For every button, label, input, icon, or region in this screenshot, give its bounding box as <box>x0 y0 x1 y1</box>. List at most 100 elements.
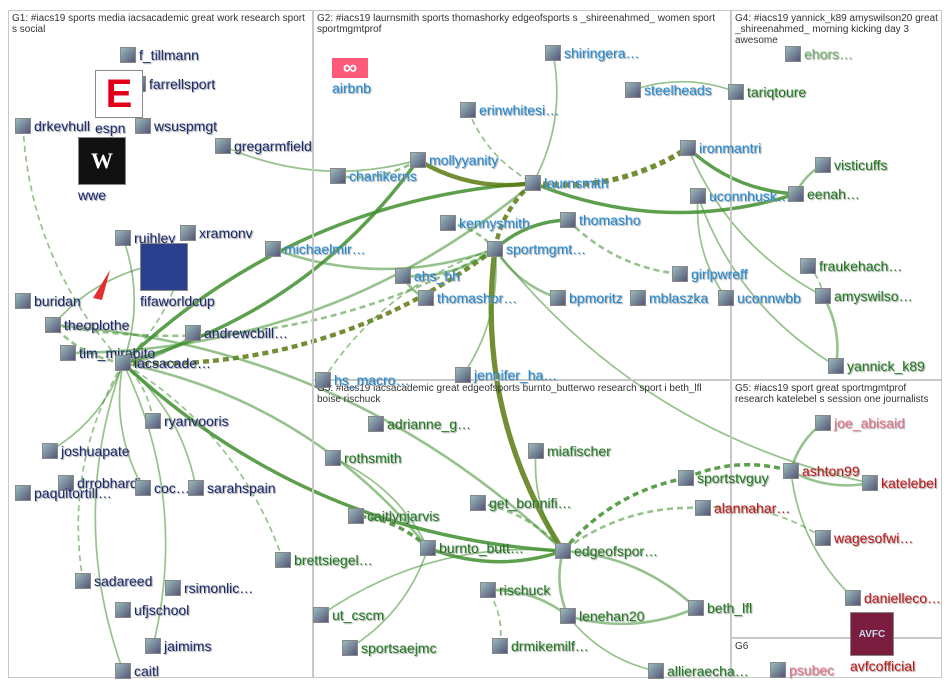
node-jaimims[interactable]: jaimims <box>145 638 211 654</box>
node-iacsacademic[interactable]: iacsacade… <box>115 355 211 371</box>
node-wsuspmgt[interactable]: wsuspmgt <box>135 118 217 134</box>
edge-line <box>532 181 797 215</box>
user-avatar-icon <box>455 367 471 383</box>
node-theoplothe[interactable]: theoplothe <box>45 317 129 333</box>
node-mollyyanity[interactable]: mollyyanity <box>410 152 498 168</box>
node-sportmgmt[interactable]: sportmgmt… <box>487 241 586 257</box>
node-label: allieraecha… <box>667 663 749 679</box>
node-tariqtoure[interactable]: tariqtoure <box>728 84 806 100</box>
node-caitlynjarvis[interactable]: caitlynjarvis <box>348 508 439 524</box>
node-edgeofspor[interactable]: edgeofspor… <box>555 543 658 559</box>
edge-line <box>320 548 564 616</box>
node-drkevhull[interactable]: drkevhull <box>15 118 90 134</box>
node-kennysmith[interactable]: kennysmith <box>440 215 530 231</box>
node-wagesofwi[interactable]: wagesofwi… <box>815 530 913 546</box>
node-ruihley[interactable]: ruihley <box>115 230 175 246</box>
node-rischuck[interactable]: rischuck <box>480 582 550 598</box>
node-get_bonnifi[interactable]: get_bonnifi… <box>470 495 572 511</box>
node-thomasho[interactable]: thomasho <box>560 212 640 228</box>
node-ashton99[interactable]: ashton99 <box>783 463 860 479</box>
user-avatar-icon <box>718 290 734 306</box>
node-label: visticuffs <box>834 157 888 173</box>
node-hs_macro[interactable]: hs_macro… <box>315 372 409 388</box>
user-avatar-icon <box>815 530 831 546</box>
node-joshuapate[interactable]: joshuapate <box>42 443 130 459</box>
edge-line <box>416 158 534 188</box>
node-rothsmith[interactable]: rothsmith <box>325 450 402 466</box>
node-katelebel[interactable]: katelebel <box>862 475 937 491</box>
node-andrewcbill[interactable]: andrewcbill… <box>185 325 288 341</box>
node-label: drrobhardin <box>77 475 149 491</box>
node-label: beth_lfl <box>707 600 753 616</box>
node-beth_lfl[interactable]: beth_lfl <box>688 600 752 616</box>
node-gregarmfield[interactable]: gregarmfield <box>215 138 312 154</box>
node-shiringera[interactable]: shiringera… <box>545 45 639 61</box>
node-label: erinwhitesi… <box>479 102 560 118</box>
node-label: alannahar… <box>714 500 791 516</box>
node-drmikemilf[interactable]: drmikemilf… <box>492 638 589 654</box>
node-ryanvooris[interactable]: ryanvooris <box>145 413 229 429</box>
node-adrianne_g[interactable]: adrianne_g… <box>368 416 471 432</box>
node-michaelmir[interactable]: michaelmir… <box>265 241 366 257</box>
node-brettsiegel[interactable]: brettsiegel… <box>275 552 373 568</box>
edge-line <box>462 248 497 376</box>
node-mblaszka[interactable]: mblaszka <box>630 290 708 306</box>
node-joe_abisaid[interactable]: joe_abisaid <box>815 415 905 431</box>
node-girlpwreff[interactable]: girlpwreff <box>672 266 748 282</box>
node-coc[interactable]: coc… <box>135 480 190 496</box>
node-uconnwbb[interactable]: uconnwbb <box>718 290 801 306</box>
node-danielleco[interactable]: danielleco… <box>845 590 941 606</box>
edge-line <box>122 232 189 364</box>
node-sportsaejmc[interactable]: sportsaejmc <box>342 640 436 656</box>
node-rsimonlic[interactable]: rsimonlic… <box>165 580 253 596</box>
node-label: thomasho <box>579 212 641 228</box>
node-laurnsmith[interactable]: laurnsmith <box>525 175 609 191</box>
edge-line <box>687 147 824 297</box>
user-avatar-icon <box>550 290 566 306</box>
node-paquitortill[interactable]: paquitortill… <box>15 485 112 501</box>
node-uconnhusk[interactable]: uconnhusk… <box>690 188 791 204</box>
node-burnto_butt[interactable]: burnto_butt… <box>420 540 524 556</box>
user-avatar-icon <box>770 662 786 678</box>
user-avatar-icon <box>728 84 744 100</box>
node-lenehan20[interactable]: lenehan20 <box>560 608 644 624</box>
node-bpmoritz[interactable]: bpmoritz <box>550 290 623 306</box>
node-thomashor[interactable]: thomashor… <box>418 290 517 306</box>
node-alannahar[interactable]: alannahar… <box>695 500 790 516</box>
node-ut_cscm[interactable]: ut_cscm <box>313 607 384 623</box>
node-label: espn <box>95 120 126 136</box>
node-yannick_k89[interactable]: yannick_k89 <box>828 358 925 374</box>
node-psubec[interactable]: psubec <box>770 662 834 678</box>
node-sadareed[interactable]: sadareed <box>75 573 152 589</box>
node-ufjschool[interactable]: ufjschool <box>115 602 189 618</box>
edge-line <box>94 362 124 672</box>
node-sarahspain[interactable]: sarahspain <box>188 480 276 496</box>
node-ironmantri[interactable]: ironmantri <box>680 140 761 156</box>
node-miafischer[interactable]: miafischer <box>528 443 611 459</box>
node-fifaworldcup[interactable]: fifaworldcup <box>140 243 215 309</box>
node-caitl[interactable]: caitl <box>115 663 159 679</box>
airbnb-logo-icon: ∞ <box>332 57 368 79</box>
node-xramonv[interactable]: xramonv <box>180 225 253 241</box>
node-drrobhardin[interactable]: drrobhardin <box>58 475 149 491</box>
node-erinwhitesi[interactable]: erinwhitesi… <box>460 102 559 118</box>
edge-line <box>562 549 697 609</box>
node-jennifer_ha[interactable]: jennifer_ha… <box>455 367 557 383</box>
node-airbnb[interactable]: ∞airbnb <box>332 57 371 96</box>
node-fraukehach[interactable]: fraukehach… <box>800 258 902 274</box>
node-f_tillmann[interactable]: f_tillmann <box>120 47 199 63</box>
node-charlikerns[interactable]: charlikerns <box>330 168 417 184</box>
node-eenah[interactable]: eenah… <box>788 186 860 202</box>
node-allieraecha[interactable]: allieraecha… <box>648 663 749 679</box>
node-ahs_hh[interactable]: ahs_hh <box>395 268 460 284</box>
node-amyswilso[interactable]: amyswilso… <box>815 288 913 304</box>
node-ehors[interactable]: ehors… <box>785 46 853 62</box>
node-sportstvguy[interactable]: sportstvguy <box>678 470 769 486</box>
node-tim_mirabito[interactable]: tim_mirabito <box>60 345 155 361</box>
node-steelheads[interactable]: steelheads <box>625 82 712 98</box>
node-visticuffs[interactable]: visticuffs <box>815 157 887 173</box>
node-buridan[interactable]: buridan <box>15 293 81 309</box>
